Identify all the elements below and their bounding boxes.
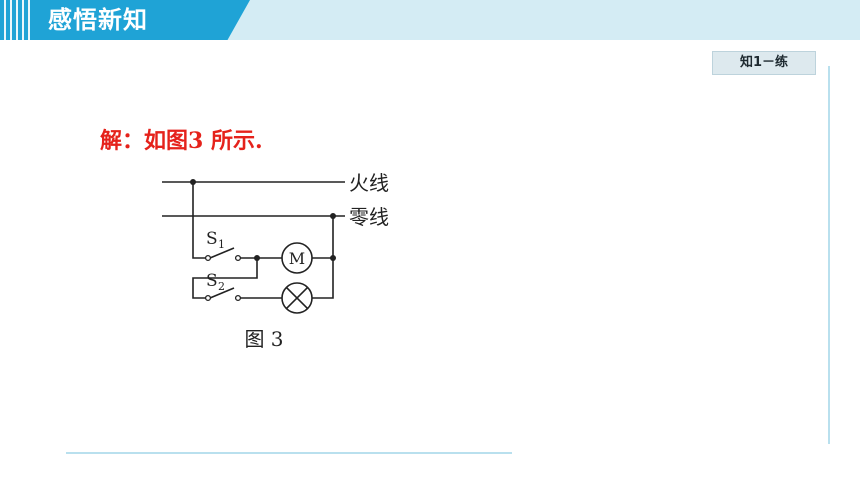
switch2-terminal-left [204, 294, 212, 302]
switch1-blade [209, 247, 235, 259]
figure-caption: 图 3 [244, 327, 283, 351]
switch2-subscript: 2 [218, 280, 225, 293]
right-divider [828, 66, 830, 444]
switch2-terminal-right [234, 294, 242, 302]
lamp-to-return [312, 216, 334, 299]
switch1-terminal-right [234, 254, 242, 262]
junction-neutral [330, 213, 336, 219]
section-title: 感悟新知 [48, 6, 148, 34]
junction-live [190, 179, 196, 185]
junction-motor [330, 255, 336, 261]
practice-badge[interactable]: 知1－练 [712, 51, 816, 75]
lamp-cross-b [285, 286, 309, 310]
switch2-label: S [206, 271, 218, 291]
answer-text: 解：如图3 所示. [100, 128, 263, 154]
lamp-symbol [281, 282, 313, 314]
junction-to-s2 [192, 258, 258, 299]
junction-s1 [254, 255, 260, 261]
motor-symbol [281, 242, 313, 274]
live-wire-label: 火线 [349, 171, 389, 195]
switch1-subscript: 1 [218, 238, 225, 251]
bottom-divider [66, 452, 512, 454]
header-stripes-decoration [4, 0, 34, 40]
neutral-wire-label: 零线 [349, 205, 389, 229]
switch1-terminal-left [204, 254, 212, 262]
switch1-label: S [206, 229, 218, 249]
live-drop-s1 [192, 182, 208, 259]
circuit-diagram: 火线 零线 S 1 S 2 M 图 3 [162, 171, 389, 351]
motor-letter: M [289, 249, 305, 268]
switch2-blade [209, 287, 235, 299]
header-tab [0, 0, 250, 40]
